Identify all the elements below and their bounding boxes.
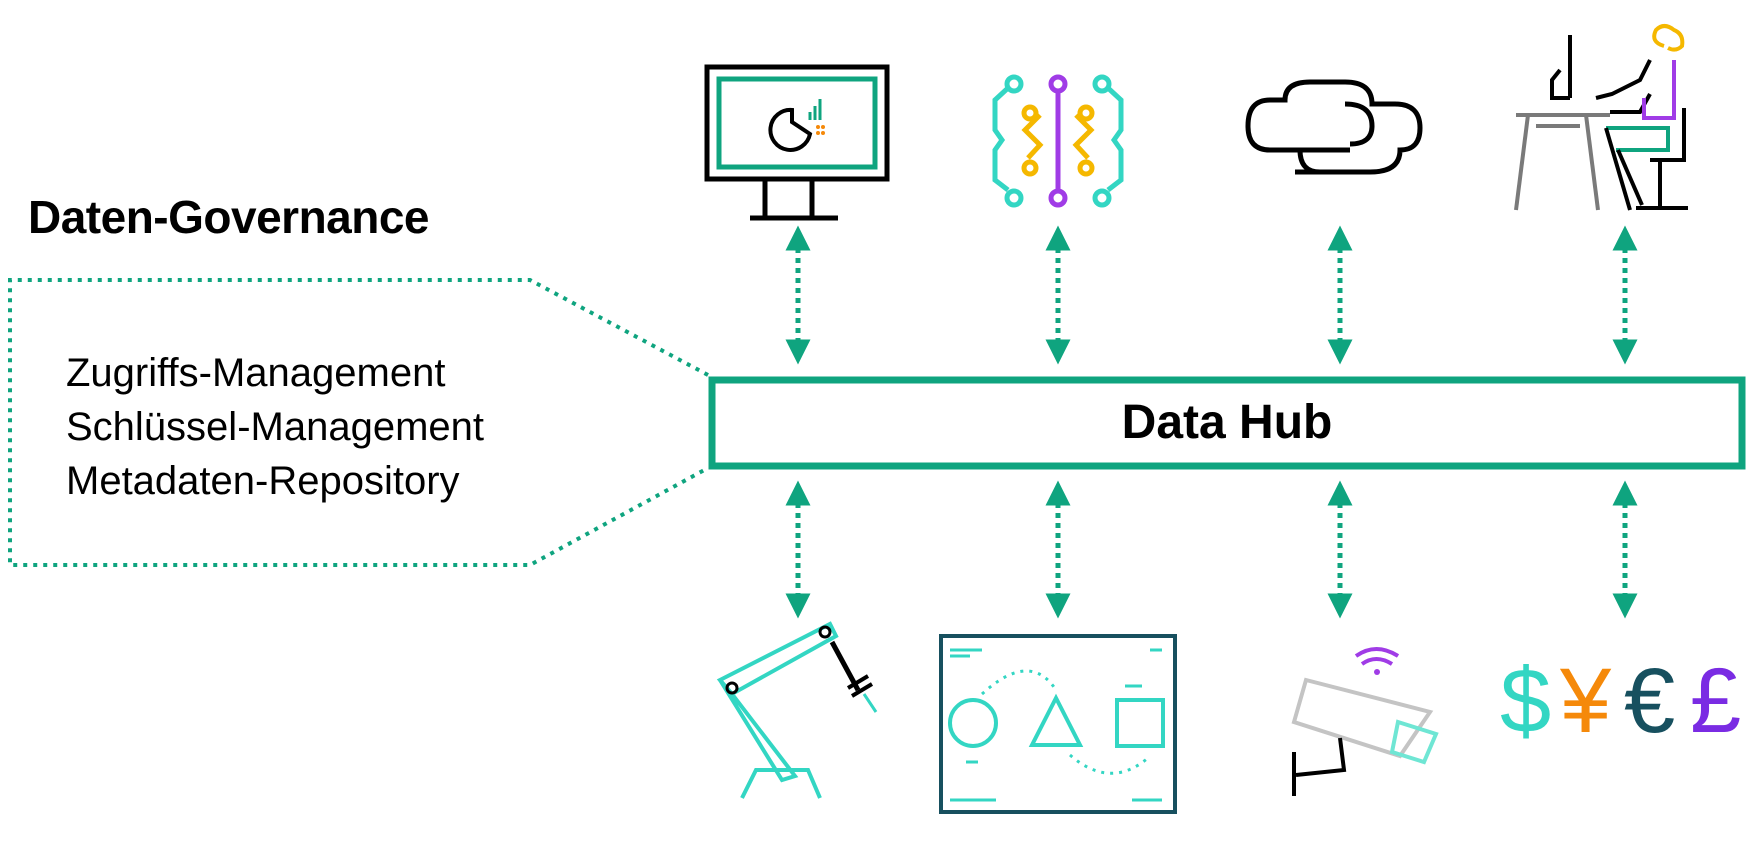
top-connectors <box>785 225 1638 365</box>
governance-item-metadata: Metadaten-Repository <box>66 459 460 503</box>
robot-arm-icon <box>716 621 878 799</box>
governance-list: Zugriffs-Management Schlüssel-Management… <box>66 346 484 508</box>
shapes-whiteboard-icon <box>939 634 1177 814</box>
governance-callout-border <box>8 278 709 567</box>
governance-item-keys: Schlüssel-Management <box>66 405 484 449</box>
currency-dollar: $ <box>1500 650 1551 752</box>
governance-item-access: Zugriffs-Management <box>66 351 446 395</box>
bottom-connectors <box>785 480 1638 619</box>
currency-symbols-icon: $ ¥ € £ <box>1500 650 1741 752</box>
ai-brain-circuit-icon <box>992 74 1124 208</box>
person-at-desk-icon <box>1514 24 1688 211</box>
governance-title: Daten-Governance <box>28 191 430 243</box>
currency-pound: £ <box>1690 650 1741 752</box>
currency-yen: ¥ <box>1559 650 1612 752</box>
data-hub-box <box>708 376 1746 470</box>
cloud-icon <box>1245 79 1423 175</box>
security-camera-icon <box>1291 647 1439 796</box>
monitor-chart-icon <box>704 64 890 221</box>
data-hub-label: Data Hub <box>1121 395 1333 449</box>
currency-euro: € <box>1624 650 1675 752</box>
